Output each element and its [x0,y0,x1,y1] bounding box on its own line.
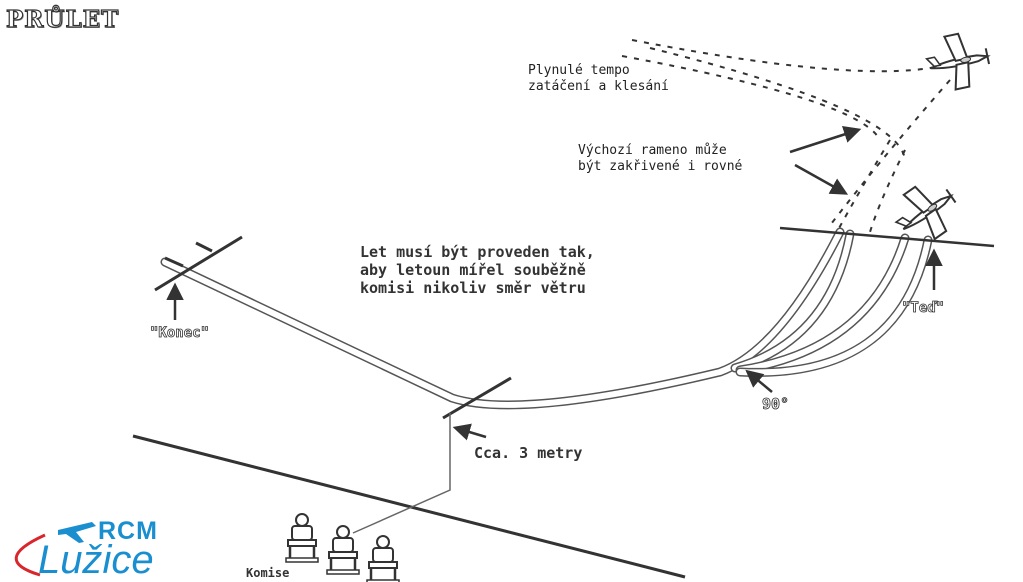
end-tick [164,256,184,268]
end-gate-line [154,235,243,292]
label-now: "Teď" [902,300,945,317]
label-end: "Konec" [150,325,210,342]
ground-line [132,434,686,579]
page-title: PRŮLET [5,5,120,33]
judge-icon [365,534,401,582]
judges-gate-line [442,376,512,420]
note-start-leg: Výchozí rameno může být zakřivené i rovn… [578,143,743,174]
label-angle: 90° [762,395,790,414]
label-distance: Cca. 3 metry [474,444,583,462]
plane-icon [921,27,994,96]
logo-plane-icon [58,522,96,543]
flight-path [160,227,933,410]
judges-sightline [352,413,451,534]
approach-dots [621,39,961,233]
arrow-icon [789,125,862,154]
judge-icon [284,512,320,564]
logo-city: Lužice [38,538,154,582]
arrow-icon [794,163,849,195]
now-gate-line [779,226,995,248]
arrow-icon [745,369,773,393]
end-tick [195,241,213,253]
arrow-icon [452,423,487,441]
note-parallel: Let musí být proveden tak, aby letoun mí… [360,243,595,297]
note-smooth-turn: Plynulé tempo zatáčení a klesání [528,63,669,94]
logo-swoosh [14,533,46,577]
logo-org: RCM [98,517,158,545]
label-judges: Komise [246,566,290,580]
